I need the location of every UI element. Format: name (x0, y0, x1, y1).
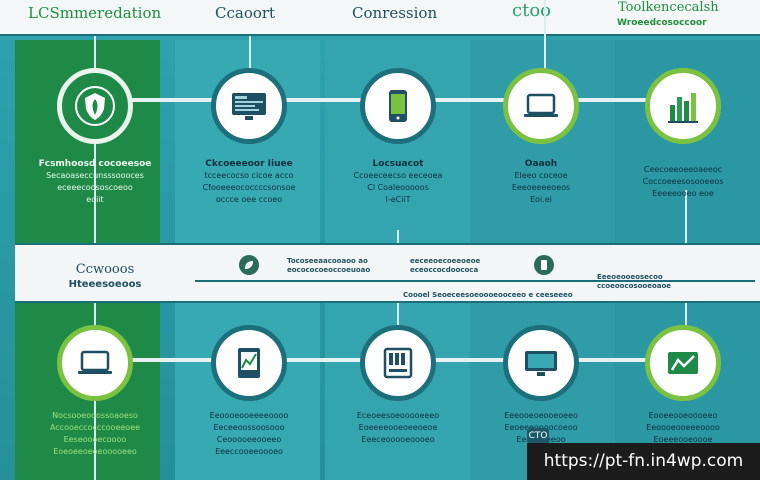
header-title-2: Conression (352, 4, 438, 22)
tools-chart-icon (668, 352, 698, 374)
chip-label: CTO (527, 428, 549, 444)
text-r2-0: Nocsooeooossoaoeso Accooeccocccooeeoee E… (49, 411, 141, 456)
middle-band: Ccwooos Hteeesoeoos Tocoseeaacooaoo ao e… (15, 243, 760, 303)
band-node-0 (239, 255, 259, 275)
text-r2-4: Eooeeooeoooeeo Eeoooeooeeeoooo Eoeeeooeo… (646, 411, 720, 444)
factory-chart-icon (668, 93, 698, 123)
monitor-chart-icon (525, 351, 557, 376)
header-title-4: Toolkencecalsh (618, 0, 719, 15)
node-r1-2 (360, 68, 436, 144)
node-r2-3 (503, 325, 579, 401)
band-connector (195, 280, 755, 282)
header-title-1: Ccaoort (215, 4, 276, 22)
connector-v3 (544, 0, 546, 90)
text-r1-2: Locsuacot Ccoeeceecso eeceoea Cl Coaleoo… (353, 159, 443, 204)
node-r2-4 (645, 325, 721, 401)
leaf-icon (245, 261, 253, 269)
tablet-chart-icon (238, 348, 260, 378)
node-r2-0 (57, 325, 133, 401)
text-r1-4: Ceecoeeoeeoaeeoc Coccoeeesosooeeos Eeeee… (642, 165, 724, 198)
connector-v1 (249, 36, 251, 96)
node-r1-0 (57, 68, 133, 144)
text-r2-1: Eeoooeooeeeeoooo Eeceeoossoosooo Ceooooe… (209, 411, 289, 456)
server-rack-icon (383, 347, 413, 379)
node-r1-1 (211, 68, 287, 144)
monitor-dashboard-icon (232, 93, 266, 120)
band-node-1 (534, 255, 554, 275)
laptop-icon (78, 350, 112, 374)
band-text-1: eeceeoecoeeoeoe eceoccocdoococa (410, 257, 481, 274)
band-footer: Coooel Seoeceesoeoooeooceeo e ceeseeeo (403, 291, 573, 299)
laptop-icon (524, 93, 558, 117)
text-r1-3: Oaaoh Eleeo coceoe Eeeoeeeeoeos Eoi.ei (511, 159, 571, 204)
tablet-icon (541, 260, 547, 270)
mobile-device-icon (389, 90, 407, 122)
node-r1-3 (503, 68, 579, 144)
text-r1-1: Ckcoeeeoor Iiuee tcceecocso cicoe acco C… (202, 159, 296, 204)
node-r2-1 (211, 325, 287, 401)
header-title-3: ctoo (512, 0, 551, 21)
shield-leaf-icon (75, 86, 115, 126)
text-r1-0: Fcsmhoosd cocoeesoe Secaoaseccunsssoooce… (38, 159, 152, 204)
node-r1-4 (645, 68, 721, 144)
text-r2-2: Eceoeesoeooooeeeo Eoeeeeooeoeeoeoe Eeece… (356, 411, 440, 444)
node-r2-2 (360, 325, 436, 401)
band-text-2: Eeeoeooeosecoo ccoeoocosooeoaoe (597, 273, 672, 290)
band-title: Ccwooos Hteeesoeoos (68, 262, 142, 291)
header-title-0: LCSmmeredation (28, 4, 162, 22)
watermark-url: https://pt-fn.in4wp.com (527, 443, 760, 480)
header-bar: LCSmmeredation Ccaoort Conression ctoo T… (0, 0, 760, 36)
header-subtitle: Wroeedcosoccoor (617, 18, 707, 28)
band-text-0: Tocoseeaacooaoo ao eocococoeoccoeuoao (287, 257, 371, 274)
